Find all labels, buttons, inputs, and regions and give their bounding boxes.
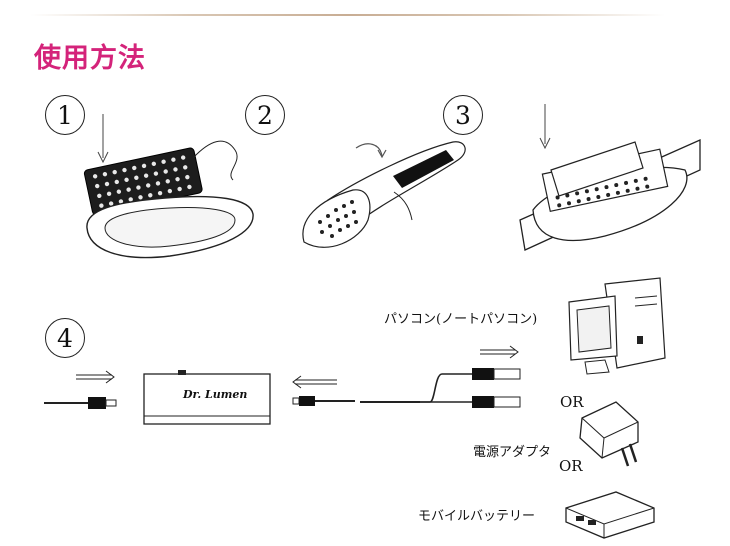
page-title: 使用方法 bbox=[34, 43, 146, 74]
step-2-badge: 2 bbox=[245, 95, 285, 135]
input-cable bbox=[44, 370, 117, 409]
output-cable bbox=[292, 375, 355, 406]
battery-label: モバイルバッテリー bbox=[418, 509, 536, 524]
battery-icon bbox=[565, 491, 655, 539]
pc-label: パソコン(ノートパソコン) bbox=[384, 312, 538, 327]
or-label-1: OR bbox=[560, 393, 584, 411]
computer-icon bbox=[568, 277, 666, 375]
controller-device bbox=[143, 370, 271, 425]
step-4-badge: 4 bbox=[45, 318, 85, 358]
step-2-illustration bbox=[302, 141, 466, 248]
top-divider bbox=[30, 14, 665, 16]
step-3-illustration bbox=[519, 104, 701, 251]
usb-y-cable bbox=[360, 345, 521, 408]
adapter-icon bbox=[579, 401, 639, 467]
step-3-badge: 3 bbox=[443, 95, 483, 135]
device-brand-label: Dr. Lumen bbox=[183, 388, 248, 401]
adapter-label: 電源アダプタ bbox=[473, 445, 552, 460]
step-1-illustration bbox=[83, 114, 254, 259]
step-1-badge: 1 bbox=[45, 95, 85, 135]
or-label-2: OR bbox=[559, 457, 583, 475]
